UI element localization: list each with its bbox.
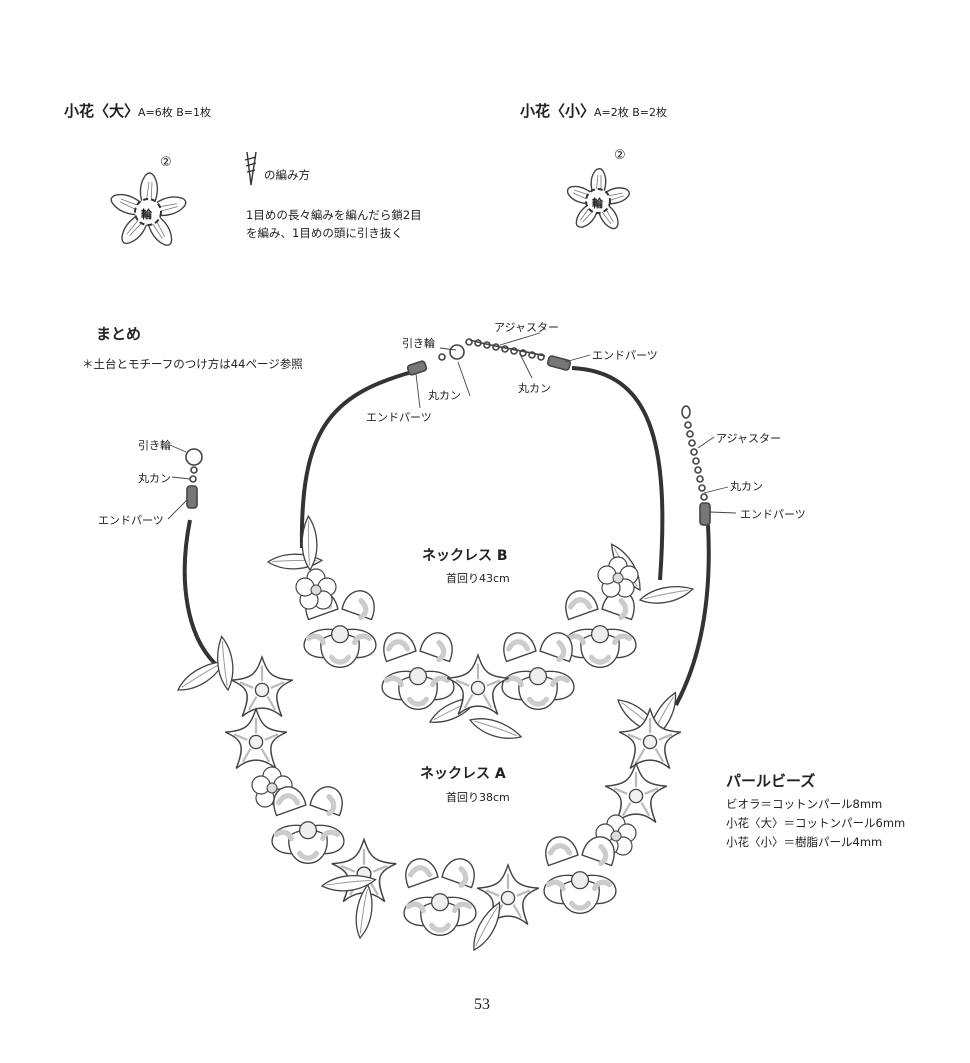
necklace-a-jump-ring-right-label: 丸カン (730, 480, 763, 493)
pearl-beads-line1: ビオラ＝コットンパール8mm (726, 797, 883, 811)
flower-small-round-mark: ② (614, 148, 626, 163)
stitch-method-line2: を編み、1目めの頭に引き抜く (246, 226, 403, 240)
necklace-b-jump-ring-right-label: 丸カン (518, 382, 551, 395)
flower-large-round-mark: ② (160, 155, 172, 170)
necklace-b-adjuster-label: アジャスター (494, 321, 560, 334)
stitch-method-line1: 1目めの長々編みを編んだら鎖2目 (246, 208, 422, 222)
flower-small-center-label: 輪 (592, 197, 603, 210)
flower-large-diagram (107, 172, 189, 250)
flower-small-count: A=2枚 B=2枚 (594, 106, 667, 119)
stitch-symbol (244, 151, 257, 186)
page-number: 53 (474, 996, 490, 1013)
necklace-b-cord (299, 366, 665, 581)
flower-large-center-label: 輪 (141, 208, 152, 221)
necklace-b-end-parts-left-label: エンドパーツ (366, 411, 432, 424)
necklace-b-length: 首回り43cm (446, 572, 510, 585)
leader-lines (167, 332, 737, 520)
necklace-a-end-parts-right-label: エンドパーツ (740, 508, 806, 521)
necklace-a-clasp-label: 引き輪 (138, 439, 171, 452)
flower-large-title: 小花〈大〉 (64, 102, 140, 120)
necklace-a-cord (182, 519, 711, 706)
necklace-b-jump-ring-left-label: 丸カン (428, 389, 461, 402)
pearl-beads-line2: 小花〈大〉＝コットンパール6mm (726, 816, 906, 830)
stitch-method-title: の編み方 (264, 168, 310, 182)
summary-title: まとめ (96, 325, 142, 343)
necklace-a-end-parts-label: エンドパーツ (98, 514, 164, 527)
necklace-a-hardware (185, 405, 711, 526)
necklace-a-title: ネックレス A (420, 766, 506, 782)
flower-large-count: A=6枚 B=1枚 (138, 106, 211, 119)
necklace-a-jump-ring-label: 丸カン (138, 472, 171, 485)
summary-note: ＊土台とモチーフのつけ方は44ページ参照 (82, 357, 303, 371)
pearl-beads-title: パールビーズ (726, 772, 816, 790)
necklace-b-title: ネックレス B (422, 548, 508, 564)
necklace-a-adjuster-label: アジャスター (716, 432, 782, 445)
pearl-beads-line3: 小花〈小〉＝樹脂パール4mm (726, 835, 883, 849)
flower-small-title: 小花〈小〉 (520, 102, 596, 120)
necklace-b-clasp-label: 引き輪 (402, 337, 435, 350)
necklace-b-hardware (406, 338, 572, 376)
flower-small-diagram (564, 168, 632, 233)
necklace-a-length: 首回り38cm (446, 791, 510, 804)
necklace-b-end-parts-right-label: エンドパーツ (592, 349, 658, 362)
